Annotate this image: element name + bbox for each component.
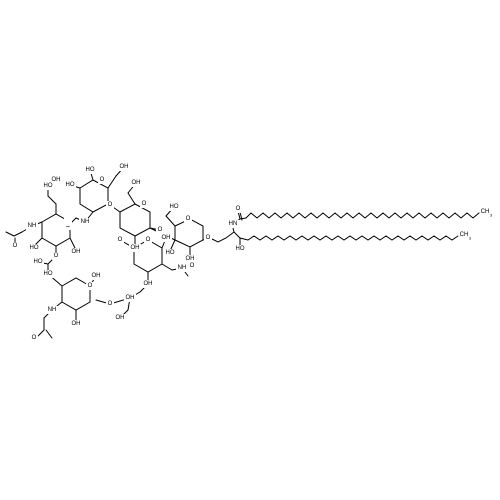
glucose-link-oxygen-label: O — [158, 227, 163, 233]
sphingosine-chain — [247, 235, 459, 241]
upper-sialic-hydroxyl-label-2: HO — [44, 183, 53, 189]
glucose-hydroxyl-label-1: HO — [170, 204, 179, 210]
galactose-link-oxygen-label: O — [108, 202, 113, 208]
lower-sialic-nh-label: NH — [48, 307, 57, 313]
lower-sialic-acetyl-oxygen-label: O — [32, 335, 37, 341]
upper-sialic-acetyl-oxygen-label: O — [13, 243, 18, 249]
glycosidic-oxygen-label: O — [206, 235, 211, 241]
glucose-ring-oxygen-label: O — [186, 216, 191, 222]
galnac-hydroxyl-label-2: OH — [120, 164, 129, 170]
central-sialic-ring-oxygen-label: O — [146, 237, 151, 243]
galnac-ring-oxygen-label: O — [100, 177, 105, 183]
upper-sialic-nh-label: NH — [28, 223, 37, 229]
lower-sialic-hydroxyl-label-1: HO — [34, 259, 43, 265]
atom-labels: O HN HO O CH 3 CH 3 O HO OH HO O O OH OH… — [11, 163, 493, 342]
galnac-hydroxyl-label-3: HO — [66, 182, 75, 188]
galnac-hydroxyl-label-1: HO — [86, 167, 95, 173]
lower-sialic-carboxyl-label: OH — [92, 273, 101, 279]
galnac-ring — [67, 166, 125, 227]
amide-nh-label: HN — [229, 221, 238, 227]
galactose-ring-oxygen-label: O — [142, 201, 147, 207]
sialic-acid-ring-lower — [35, 255, 97, 339]
central-sialic-hydroxyl-label-3: OH — [116, 315, 125, 321]
galactose-hydroxyl-label-1: OH — [132, 180, 141, 186]
ceramide-backbone — [209, 210, 249, 248]
upper-sialic-carboxyl-label: OH — [72, 249, 81, 255]
central-sialic-hydroxyl-label-1: OH — [144, 281, 153, 287]
central-sialic-acetyl-oxygen-label: O — [190, 263, 195, 269]
lower-sialic-hydroxyl-label-3: OH — [72, 321, 81, 327]
amide-oxygen-label: O — [236, 206, 241, 212]
upper-sialic-link-oxygen-label: O — [54, 253, 59, 259]
lower-sialic-ring-oxygen-label: O — [88, 283, 93, 289]
galactose-hydroxyl-label-2: OH — [131, 245, 140, 251]
galactose-sialyl-oxygen-label: O — [118, 237, 123, 243]
lower-sialic-hydroxyl-label-2: HO — [44, 271, 53, 277]
upper-sialic-hydroxyl-label-1: OH — [52, 177, 61, 183]
fatty-acyl-chain — [245, 212, 480, 219]
sphingosine-methyl-subscript: 3 — [469, 236, 472, 241]
central-sialic-carboxyl-label: OH — [162, 235, 171, 241]
acyl-methyl-subscript: 3 — [490, 213, 493, 218]
central-sialic-hydroxyl-label-2: OH — [126, 295, 135, 301]
central-sialic-link-oxygen-label: O — [108, 301, 113, 307]
central-sialic-nh-label: NH — [178, 265, 187, 271]
ceramide-hydroxyl-label: HO — [236, 246, 245, 252]
upper-sialic-hydroxyl-label-3: HO — [30, 245, 39, 251]
glucose-hydroxyl-label-3: HO — [166, 250, 175, 256]
glucose-hydroxyl-label-2: OH — [186, 256, 195, 262]
galnac-nh-label: NH — [81, 219, 90, 225]
acyl-methyl-label: CH — [481, 209, 490, 215]
sphingosine-methyl-label: CH — [460, 232, 469, 238]
